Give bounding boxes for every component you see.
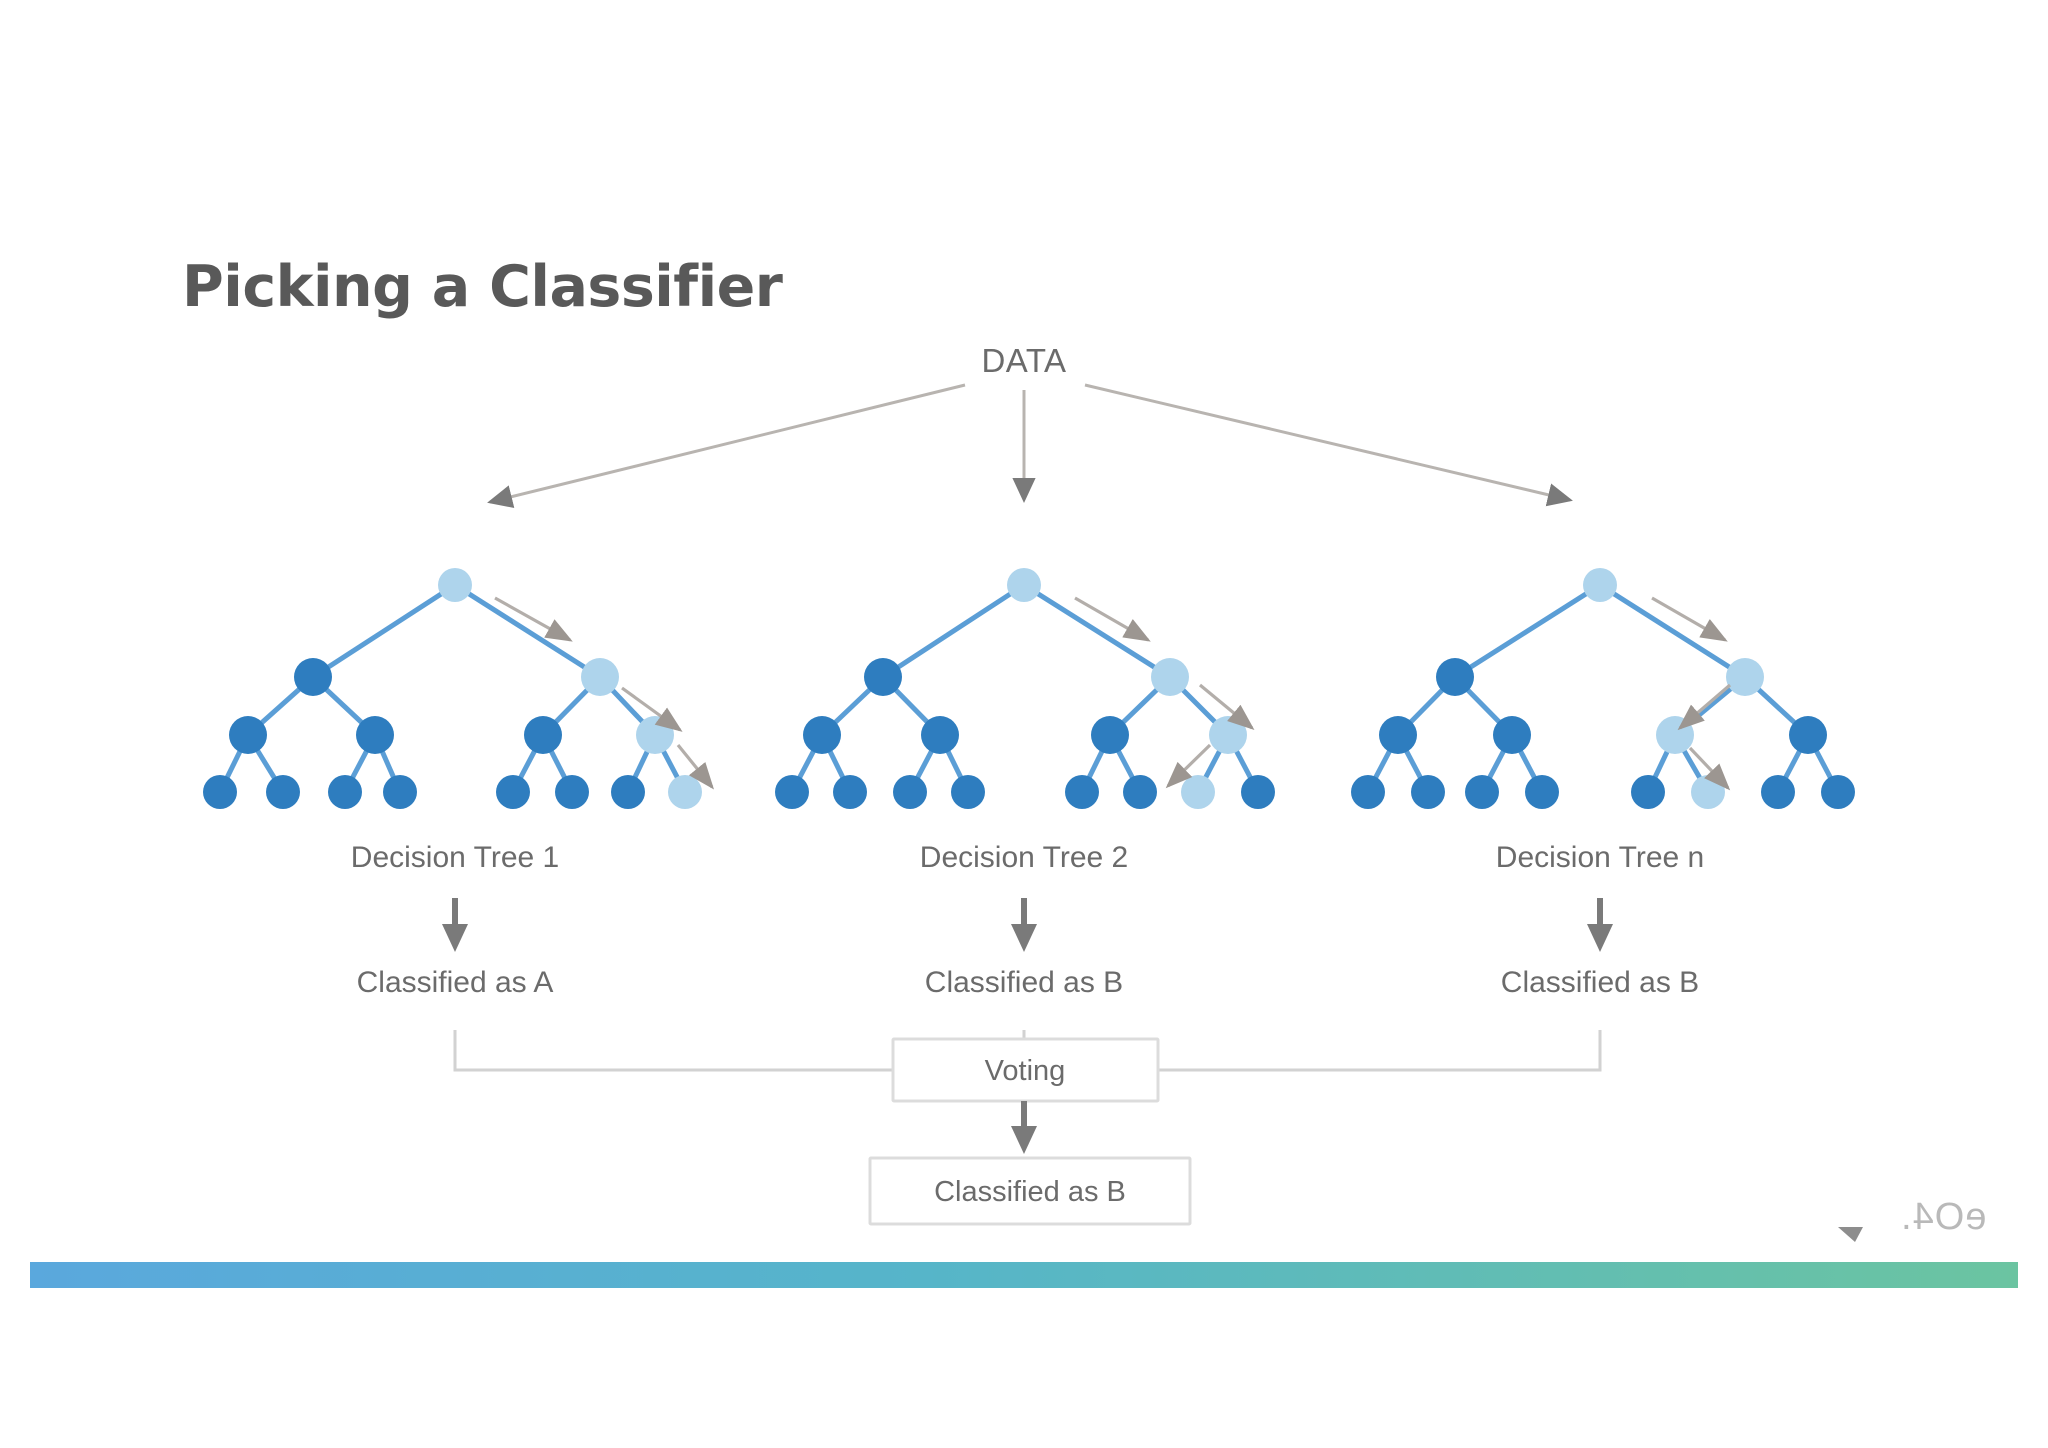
tree-1-label: Decision Tree 1 — [351, 841, 559, 874]
tree-1-node-root — [438, 568, 472, 602]
tree-2-node-l — [864, 658, 902, 696]
tree-2-path-arrow-2 — [1198, 683, 1255, 731]
tree-1-leaf-8-selected — [668, 775, 702, 809]
tree-1-result-arrow — [442, 898, 468, 952]
tree-1-path-arrow-3 — [676, 743, 715, 790]
data-root-label: DATA — [981, 342, 1066, 379]
tree-1-leaf-5 — [496, 775, 530, 809]
voting-to-final-arrow — [1011, 1101, 1037, 1154]
tree-1-node-r — [581, 658, 619, 696]
tree-2-result-arrow — [1011, 898, 1037, 952]
decision-tree-2: Decision Tree 2 Classified as B — [775, 568, 1275, 999]
cursor-icon — [1838, 1227, 1863, 1242]
tree-2-node-lr — [921, 716, 959, 754]
tree-n-leaf-3 — [1465, 775, 1499, 809]
tree-2-label: Decision Tree 2 — [920, 841, 1128, 874]
tree-2-node-rr — [1209, 716, 1247, 754]
tree-n-label: Decision Tree n — [1496, 841, 1704, 874]
tree-n-node-root — [1583, 568, 1617, 602]
tree-1-leaf-7 — [611, 775, 645, 809]
tree-1-node-lr — [356, 716, 394, 754]
tree-n-path-arrow-2 — [1677, 683, 1732, 731]
final-result-box[interactable] — [868, 1156, 1192, 1226]
tree-2-leaf-5 — [1065, 775, 1099, 809]
tree-n-leaf-1 — [1351, 775, 1385, 809]
tree-2-path-arrows — [1074, 596, 1255, 789]
data-arrow-left — [487, 383, 966, 509]
data-split-arrows — [487, 383, 1573, 509]
decision-tree-1: Decision Tree 1 Classified as A — [203, 568, 715, 999]
tree-1-node-ll — [229, 716, 267, 754]
voting-box-label: Voting — [985, 1055, 1066, 1087]
tree-n-edges — [1365, 582, 1841, 794]
tree-n-path-arrow-3 — [1688, 746, 1731, 791]
tree-2-path-arrow-1 — [1074, 596, 1151, 642]
tree-2-leaf-2 — [833, 775, 867, 809]
tree-2-result: Classified as B — [925, 966, 1123, 999]
tree-n-node-lr — [1493, 716, 1531, 754]
tree-1-path-arrow-1 — [494, 596, 573, 642]
tree-1-leaf-2 — [266, 775, 300, 809]
tree-1-leaf-1 — [203, 775, 237, 809]
tree-2-leaf-7-selected — [1181, 775, 1215, 809]
tree-n-leaf-5 — [1631, 775, 1665, 809]
tree-2-node-rl — [1091, 716, 1129, 754]
tree-n-result-arrow — [1587, 898, 1613, 952]
tree-2-edges — [789, 582, 1261, 794]
ensemble-diagram: DATA — [0, 340, 2048, 1240]
tree-n-node-ll — [1379, 716, 1417, 754]
tree-n-path-arrow-1 — [1651, 596, 1728, 642]
tree-1-path-arrow-2 — [621, 686, 683, 732]
tree-n-path-arrows — [1651, 596, 1732, 791]
tree-n-node-rr — [1789, 716, 1827, 754]
tree-1-result: Classified as A — [357, 966, 554, 999]
tree-2-leaf-8 — [1241, 775, 1275, 809]
tree-2-node-root — [1007, 568, 1041, 602]
corner-watermark: eO4. — [1900, 1196, 1987, 1238]
tree-n-leaf-8 — [1821, 775, 1855, 809]
tree-2-leaf-1 — [775, 775, 809, 809]
tree-2-leaf-6 — [1123, 775, 1157, 809]
final-result-label: Classified as B — [934, 1176, 1126, 1208]
tree-n-leaf-7 — [1761, 775, 1795, 809]
tree-2-leaf-3 — [893, 775, 927, 809]
tree-1-node-l — [294, 658, 332, 696]
footer-accent-bar — [30, 1262, 2018, 1288]
tree-2-node-ll — [803, 716, 841, 754]
tree-1-leaf-6 — [555, 775, 589, 809]
tree-n-leaf-2 — [1411, 775, 1445, 809]
tree-1-leaf-4 — [383, 775, 417, 809]
page-title: Picking a Classifier — [182, 254, 783, 320]
tree-2-path-arrow-3 — [1165, 743, 1212, 789]
tree-n-node-r — [1726, 658, 1764, 696]
tree-n-result: Classified as B — [1501, 966, 1699, 999]
tree-n-leaf-4 — [1525, 775, 1559, 809]
tree-1-edges — [217, 582, 688, 794]
tree-1-leaf-3 — [328, 775, 362, 809]
decision-tree-n: Decision Tree n Classified as B — [1351, 568, 1855, 999]
tree-1-node-rl — [524, 716, 562, 754]
tree-1-path-arrows — [494, 596, 715, 790]
data-arrow-right — [1084, 383, 1573, 507]
tree-2-node-r — [1151, 658, 1189, 696]
tree-2-leaf-4 — [951, 775, 985, 809]
tree-n-node-l — [1436, 658, 1474, 696]
